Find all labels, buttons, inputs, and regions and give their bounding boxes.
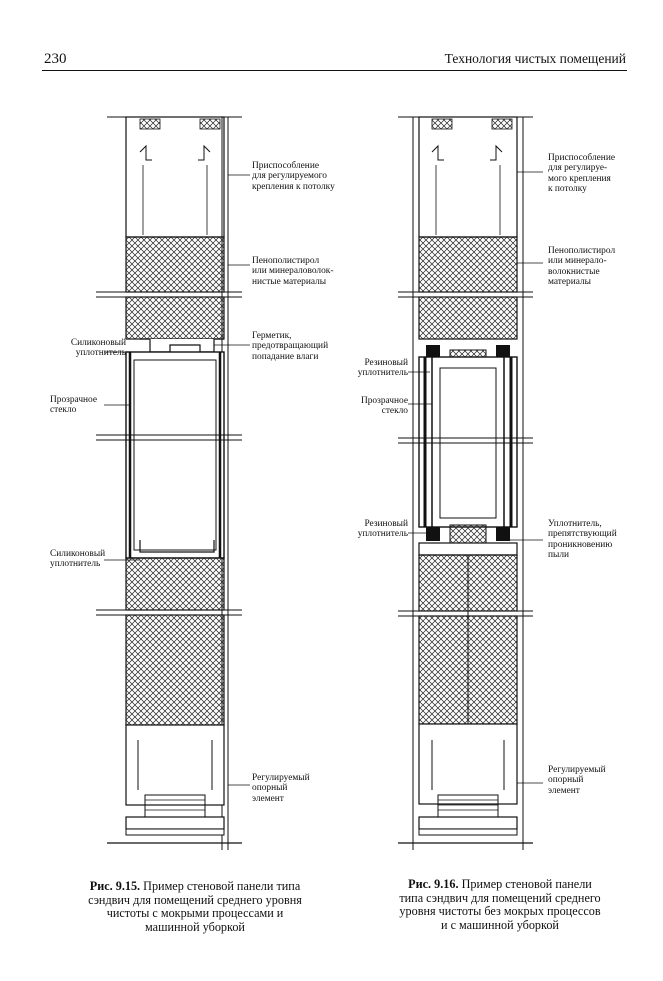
label-dust-seal-right: Уплотнитель, препятствующий проникновени… — [548, 519, 617, 561]
caption-right-text: Пример стеновой панели типа сэндвич для … — [399, 877, 601, 932]
label-foam-left: Пенополистирол или минераловолок- нистые… — [252, 256, 334, 287]
wall-panel-drawing-right — [398, 116, 543, 850]
label-foam-right: Пенополистирол или минерало- волокнистые… — [548, 246, 616, 288]
header-rule — [42, 70, 627, 72]
label-silicone-bottom-left: Силиконовый уплотнитель — [50, 549, 106, 570]
caption-left-text: Пример стеновой панели типа сэндвич для … — [88, 879, 302, 934]
label-silicone-top-left: Силиконовый уплотнитель — [70, 338, 126, 359]
label-support-right: Регулируемый опорный элемент — [548, 765, 606, 796]
label-glass-left: Прозрачное стекло — [50, 395, 98, 416]
label-rubber-bottom-right: Резиновый уплотнитель — [357, 519, 408, 540]
caption-left-number: Рис. 9.15. — [89, 879, 141, 893]
label-adjust-device-right: Приспособление для регулируе- мого крепл… — [548, 153, 615, 195]
caption-right: Рис. 9.16. Пример стеновой панели типа с… — [365, 877, 635, 932]
caption-right-number: Рис. 9.16. — [408, 877, 459, 891]
caption-left: Рис. 9.15. Пример стеновой панели типа с… — [60, 879, 330, 934]
page-number: 230 — [44, 51, 67, 67]
running-header: Технология чистых помещений — [444, 51, 626, 66]
label-adjust-device-left: Приспособление для регулируемого креплен… — [252, 161, 335, 192]
label-glass-right: Прозрачное стекло — [360, 396, 408, 417]
label-support-left: Регулируемый опорный элемент — [252, 773, 310, 804]
label-rubber-top-right: Резиновый уплотнитель — [357, 358, 408, 379]
label-sealant-left: Герметик, предотвращающий попадание влаг… — [252, 331, 329, 362]
wall-panel-drawing-left — [96, 116, 250, 850]
